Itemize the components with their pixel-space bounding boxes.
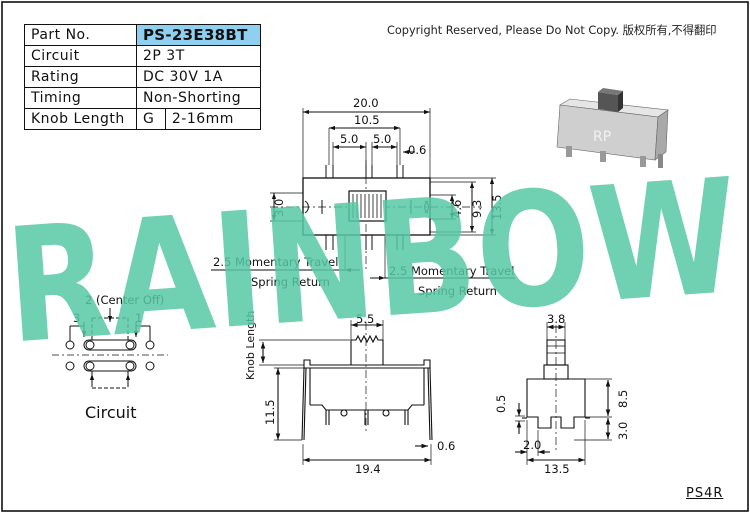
circuit-label: Circuit (24, 45, 137, 67)
knob-length-code: G (136, 108, 166, 130)
dim-body-height: 13.5 (490, 194, 504, 220)
circuit-caption: Circuit (85, 403, 137, 422)
spec-row: Circuit 2P 3T (24, 45, 261, 67)
knob-length-label: Knob Length (244, 311, 257, 380)
travel-left-label: 2.5 Momentary Travel (213, 255, 338, 269)
circuit-pin-3-label: 3 (73, 311, 80, 325)
dim-side-foot: 2.0 (523, 438, 541, 452)
copyright-notice: Copyright Reserved, Please Do Not Copy. … (387, 24, 717, 37)
side-view-labels: 3.8 0.5 8.5 3.0 2.0 13.5 (494, 312, 630, 476)
dim-front-pin: 0.6 (437, 439, 455, 453)
travel-right-label: 2.5 Momentary Travel (389, 264, 514, 278)
spec-row: Rating DC 30V 1A (24, 66, 261, 88)
dim-side-height: 8.5 (616, 390, 630, 408)
top-view (211, 108, 515, 281)
dim-slot-height: 4.6 (450, 200, 464, 218)
spec-row: Part No. PS-23E38BT (24, 24, 261, 46)
product-illustration: RP (556, 88, 669, 168)
dim-outer-pins: 10.5 (354, 113, 380, 127)
top-view-labels: 20.0 10.5 5.0 5.0 0.6 3.0 4.6 9.3 13.5 2… (213, 96, 514, 298)
dim-side-width: 13.5 (544, 462, 570, 476)
part-no-value: PS-23E38BT (136, 24, 261, 46)
dim-side-knob-width: 3.8 (547, 312, 565, 326)
front-view (259, 320, 433, 465)
dim-front-width: 19.4 (355, 462, 381, 476)
dim-knob-width: 5.5 (356, 312, 374, 326)
timing-label: Timing (24, 87, 137, 109)
dim-pitch-right: 5.0 (373, 132, 391, 146)
dim-pin-width: 0.6 (408, 143, 426, 157)
dim-side-offset: 0.5 (494, 395, 508, 413)
circuit-value: 2P 3T (136, 45, 261, 67)
spec-table: Part No. PS-23E38BT Circuit 2P 3T Rating… (24, 24, 262, 130)
side-view (515, 322, 612, 465)
rating-value: DC 30V 1A (136, 66, 261, 88)
circuit-labels: 2 (Center Off) 3 1 Circuit (73, 293, 164, 422)
return-left-label: Spring Return (251, 275, 330, 289)
dim-side-leg: 3.0 (616, 422, 630, 440)
spec-row: Timing Non-Shorting (24, 87, 261, 109)
circuit-diagram (52, 308, 168, 389)
dim-pitch-left: 5.0 (340, 132, 358, 146)
return-right-label: Spring Return (418, 284, 497, 298)
dim-inner-height: 9.3 (470, 200, 484, 218)
product-emboss-label: RP (593, 129, 611, 145)
timing-value: Non-Shorting (136, 87, 261, 109)
rating-label: Rating (24, 66, 137, 88)
rainbow-watermark: RAINBOW (1, 145, 744, 380)
dim-knob-height: 3.0 (272, 199, 286, 217)
circuit-pin-1-label: 1 (135, 311, 142, 325)
circuit-center-label: 2 (Center Off) (85, 293, 164, 307)
spec-row: Knob Length G 2-16mm (24, 108, 262, 130)
front-view-labels: 5.5 Knob Length 11.5 19.4 0.6 (244, 311, 455, 476)
dim-front-height: 11.5 (263, 399, 277, 425)
model-code: PS4R (686, 486, 724, 501)
knob-length-row-label: Knob Length (24, 108, 137, 130)
part-no-label: Part No. (24, 24, 137, 46)
knob-length-value: 2-16mm (164, 108, 262, 130)
dim-total-width: 20.0 (353, 96, 379, 110)
